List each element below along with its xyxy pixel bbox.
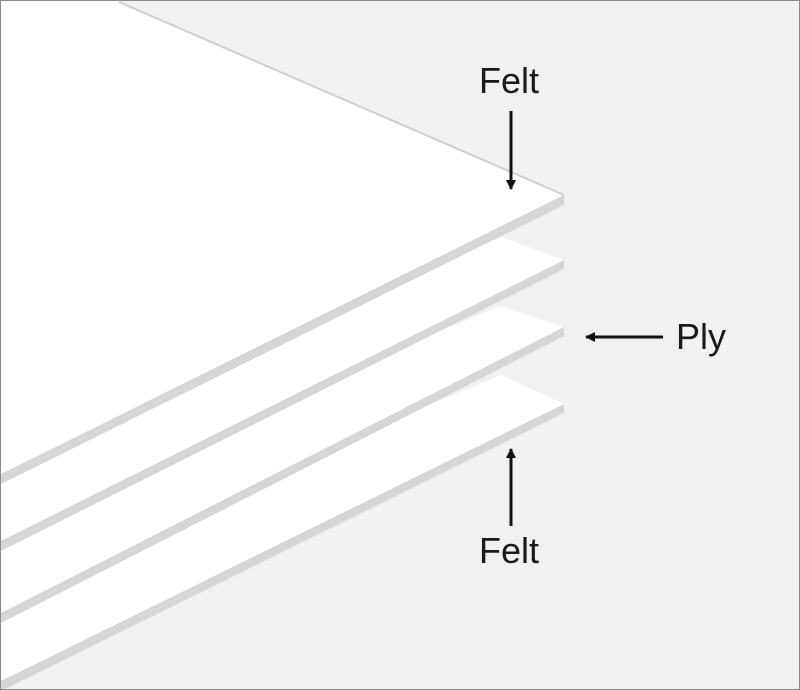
ply-label: Ply xyxy=(676,316,727,357)
felt-bottom-label: Felt xyxy=(479,530,540,571)
bottom-felt-sheet xyxy=(1,375,564,689)
top-felt-sheet xyxy=(1,1,565,484)
upper-ply-sheet xyxy=(1,237,564,551)
felt-top-label: Felt xyxy=(479,60,540,101)
lower-ply-sheet xyxy=(1,306,564,623)
